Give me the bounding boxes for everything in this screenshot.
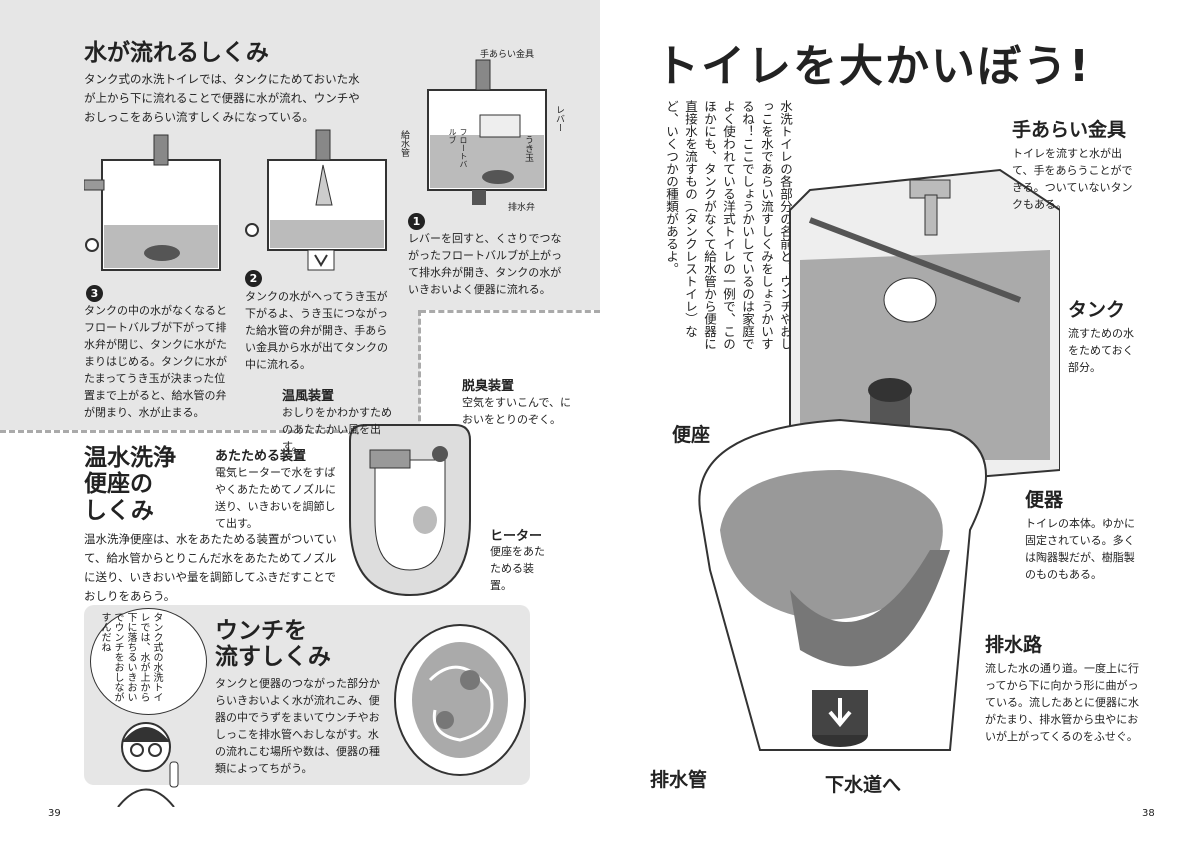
- divider: [420, 310, 600, 313]
- label-seat: 便座: [672, 424, 711, 446]
- callout-text-warm-air: おしりをかわかすためのあたたかい風を出す。: [282, 406, 392, 453]
- toilet-cutaway-illustration: [698, 168, 1060, 751]
- callout-text-deodorizer: 空気をすいこんで、においをとりのぞく。: [462, 396, 572, 426]
- part-name-faucet: 手あらい金具: [1012, 119, 1127, 141]
- callout-text-heater-unit: 電気ヒーターで水をすばやくあたためてノズルに送り、いきおいを調節して出す。: [215, 466, 336, 530]
- part-name-trap: 排水路: [985, 634, 1043, 656]
- professor-avatar: [117, 722, 179, 807]
- bowl-vortex-diagram: [394, 624, 526, 776]
- page-number-right: 38: [1142, 808, 1155, 819]
- label-drain-pipe: 排水管: [650, 769, 708, 791]
- part-text-bowl: トイレの本体。ゆかに固定されている。多くは陶器製だが、樹脂製のものもある。: [1025, 517, 1135, 581]
- label-faucet: 手あらい金具: [480, 50, 535, 60]
- step-text: タンクの水がへってうき玉が下がるよ、うき玉につながった給水管の弁が開き、手あらい…: [245, 290, 388, 371]
- callout-text-seat-heater: 便座をあたためる装置。: [490, 545, 545, 592]
- tank-diagram-1: [427, 59, 547, 205]
- callout-title-seat-heater: ヒーター: [490, 529, 543, 544]
- label-ball: うき玉: [523, 135, 533, 162]
- label-drain-valve: 排水弁: [508, 203, 536, 213]
- speech-text: タンク式の水洗トイレでは、水が上から下に落ちるいきおいでウンチをおしながすんだね: [99, 612, 162, 702]
- speech-bubble: [90, 608, 207, 715]
- washlet-body: 温水洗浄便座は、水をあたためる装置がついていて、給水管からとりこんだ水をあたため…: [84, 532, 337, 603]
- step-badge: 3: [86, 282, 103, 302]
- flush-body: タンクと便器のつながった部分からいきおいよく水が流れこみ、便器の中でうずをまいて…: [215, 677, 380, 775]
- section-title-flush: ウンチを 流すしくみ: [215, 618, 331, 671]
- label-to-sewer: 下水道へ: [825, 774, 902, 796]
- section-title-water-flow: 水が流れるしくみ: [84, 40, 269, 66]
- step-text: タンクの中の水がなくなるとフロートバルブが下がって排水弁が閉じ、タンクに水がたま…: [84, 304, 227, 419]
- part-text-trap: 流した水の通り道。一度上に行ってから下に向かう形に曲がっている。流したあとに便器…: [985, 662, 1139, 743]
- step-text: レバーを回すと、くさりでつながったフロートバルブが上がって排水弁が開き、タンクの…: [408, 232, 562, 296]
- part-text-faucet: トイレを流すと水が出て、手をあらうことができる。ついていないタンクもある。: [1012, 147, 1133, 211]
- divider: [0, 430, 420, 433]
- step-badge: 1: [408, 210, 425, 230]
- step-badge: 2: [245, 267, 262, 287]
- label-float-valve: フロートバルブ: [448, 128, 468, 168]
- page-number-left: 39: [48, 808, 61, 819]
- page-title: トイレを大かいぼう!: [655, 41, 1092, 92]
- callout-title-deodorizer: 脱臭装置: [462, 379, 515, 394]
- section-intro: タンク式の水洗トイレでは、タンクにためておいた水が上から下に流れることで便器に水…: [84, 72, 360, 124]
- part-text-tank: 流すための水をためておく部分。: [1068, 327, 1134, 374]
- divider: [418, 310, 421, 430]
- background-notch: [420, 310, 600, 430]
- part-name-bowl: 便器: [1025, 489, 1064, 511]
- section-title-washlet: 温水洗浄 便座の しくみ: [84, 445, 176, 524]
- tank-diagram-3: [84, 134, 221, 271]
- tank-diagram-2: [245, 129, 387, 271]
- washlet-seat-diagram: [349, 424, 471, 597]
- callout-title-heater-unit: あたためる装置: [215, 449, 307, 464]
- label-lever: レバー: [554, 105, 564, 132]
- label-supply: 給水管: [399, 130, 409, 157]
- callout-title-warm-air: 温風装置: [282, 389, 335, 404]
- part-name-tank: タンク: [1068, 299, 1126, 321]
